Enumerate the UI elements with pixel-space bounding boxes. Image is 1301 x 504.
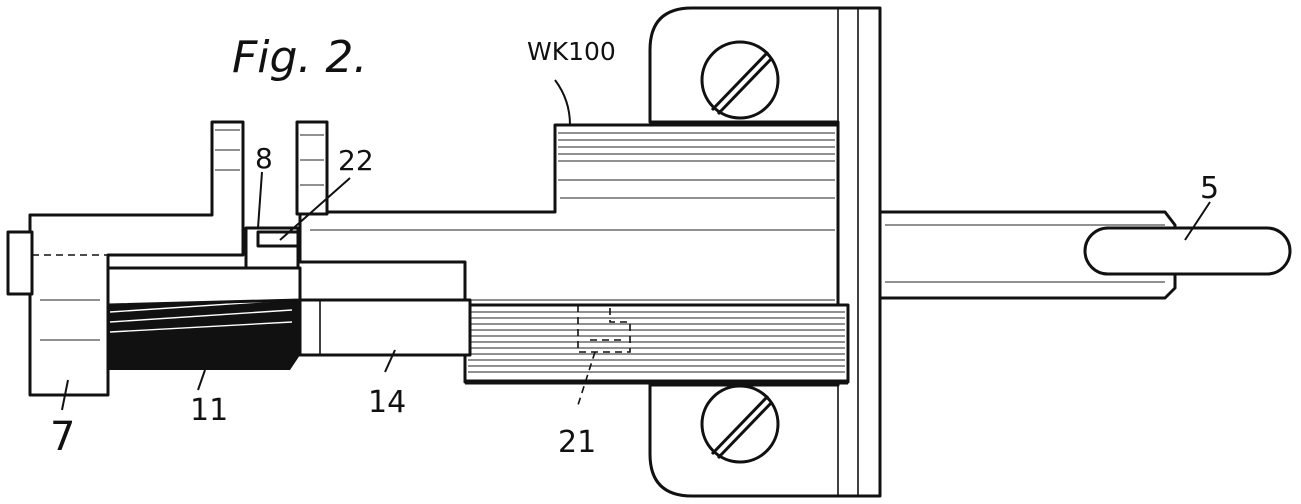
housing-body (298, 123, 840, 322)
label-11: 11 (190, 393, 228, 428)
label-8: 8 (255, 142, 273, 175)
label-wk100: WK100 (527, 37, 616, 66)
upper-tab-right (295, 120, 329, 216)
shaft-14 (298, 298, 472, 357)
lower-sleeve (463, 303, 850, 385)
figure-title: Fig. 2. (232, 32, 367, 83)
screw-top (700, 40, 780, 120)
leader-lines (61, 79, 1211, 411)
screw-bottom (700, 384, 780, 464)
label-22: 22 (338, 144, 374, 177)
shaft-5 (878, 210, 1292, 300)
label-21: 21 (558, 425, 596, 460)
gear-11 (106, 266, 302, 370)
bracket-7 (6, 120, 260, 397)
label-5: 5 (1200, 171, 1219, 206)
label-14: 14 (368, 385, 406, 420)
label-7: 7 (50, 414, 75, 460)
